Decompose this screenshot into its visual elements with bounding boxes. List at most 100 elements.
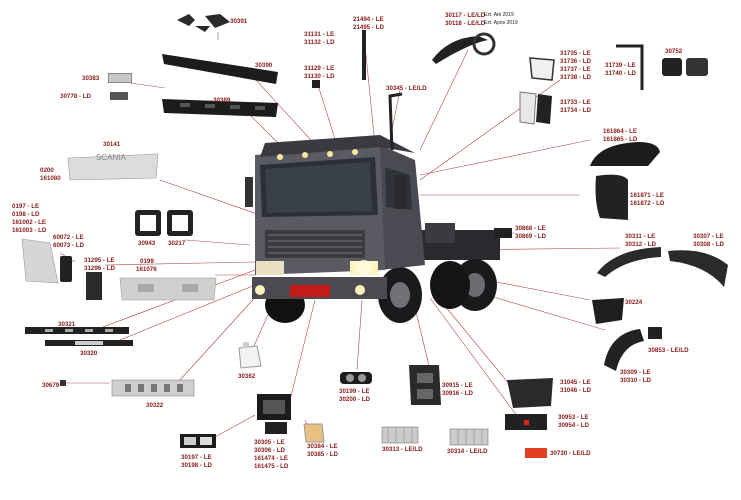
truck-image <box>245 135 500 323</box>
clip-part <box>312 80 320 88</box>
label-31737: 31737 - LE <box>560 66 591 73</box>
label-30778: 30778 - LD <box>60 93 91 100</box>
label-31295: 31295 - LE <box>84 257 115 264</box>
grid-step-right-part <box>449 428 489 446</box>
label-30943: 30943 <box>138 240 156 247</box>
label-21495: 21495 - LD <box>353 24 384 31</box>
label-161474: 161474 - LE <box>254 455 289 462</box>
label-161475: 161475 - LD <box>254 463 289 470</box>
label-30305: 30305 - LE <box>254 439 285 446</box>
label-30362: 30362 <box>238 373 256 380</box>
label-21494: 21494 - LE <box>353 16 384 23</box>
label-31738: 31738 - LD <box>560 74 591 81</box>
mirror-arm-part <box>616 44 644 90</box>
mirror-pair-part <box>662 58 708 76</box>
label-30915: 30915 - LE <box>442 382 473 389</box>
washer-tank-part <box>238 342 262 369</box>
mirror-small-part <box>529 57 555 81</box>
label-161864: 161864 - LE <box>603 128 638 135</box>
step-part <box>494 228 512 238</box>
label-0198: 0198 - LD <box>12 211 40 218</box>
label-30224: 30224 <box>625 299 643 306</box>
label-30869: 30869 - LD <box>515 233 546 240</box>
label-30953: 30953 - LE <box>558 414 589 421</box>
label-0199: 0199 <box>140 258 154 265</box>
label-30954: 30954 - LD <box>558 422 589 429</box>
headlamp-housing-part <box>21 238 59 284</box>
label-30310: 30310 - LD <box>620 377 651 384</box>
grid-step-left-part <box>381 426 419 444</box>
fog-lamp-part <box>340 372 372 384</box>
label-0200: 0200 <box>40 167 54 174</box>
grille-brand-text: SCANIA <box>96 153 126 162</box>
label-30345: 30345 - LE/LD <box>386 85 427 92</box>
label-31296: 31296 - LD <box>84 265 115 272</box>
step-bracket-part <box>86 272 102 300</box>
label-0197: 0197 - LE <box>12 203 40 210</box>
label-30199: 30199 - LE <box>339 388 370 395</box>
label-30320: 30320 <box>80 350 98 357</box>
label-31129: 31129 - LE <box>304 65 335 72</box>
label-30752: 30752 <box>665 48 683 55</box>
label-30198: 30198 - LD <box>181 462 212 469</box>
mudguard-part <box>592 298 624 324</box>
label-30197: 30197 - LE <box>181 454 212 461</box>
lamp-part <box>110 92 128 100</box>
mirror-glass-part <box>519 91 552 125</box>
label-30313: 30313 - LE/LD <box>382 446 423 453</box>
label-31733: 31733 - LE <box>560 99 591 106</box>
label-30868: 30868 - LE <box>515 225 546 232</box>
bracket-small-part <box>60 256 72 282</box>
door-trim-part <box>388 92 403 151</box>
label-31739: 31739 - LE <box>605 62 636 69</box>
label-30141: 30141 <box>103 141 121 148</box>
label-30307: 30307 - LE <box>693 233 724 240</box>
grille-strip-lower-part <box>45 340 133 346</box>
label-161003: 161003 - LD <box>12 227 47 234</box>
label-30217: 30217 <box>168 240 186 247</box>
label-31734: 31734 - LD <box>560 107 591 114</box>
step-cover-part <box>507 378 553 408</box>
visor-lower-part <box>162 99 278 117</box>
bumper-part <box>119 277 217 301</box>
label-30118: 30118 - LE/LD <box>445 20 486 27</box>
label-161002: 161002 - LE <box>12 219 47 226</box>
label-31045: 31045 - LE <box>560 379 591 386</box>
label-161076: 161076 <box>136 266 157 273</box>
step-frame-part <box>409 365 441 405</box>
bracket-part <box>177 14 230 32</box>
label-30200: 30200 - LD <box>339 396 370 403</box>
label-31740: 31740 - LD <box>605 70 636 77</box>
label-60072: 60072 - LE <box>53 234 84 241</box>
front-panel-part: SCANIA <box>67 153 159 181</box>
headlamp-lens-part <box>180 434 216 448</box>
fender-front-part <box>597 247 661 277</box>
label-30385: 30385 - LD <box>307 451 338 458</box>
label-30312: 30312 - LD <box>625 241 656 248</box>
label-30679: 30679 <box>42 382 60 389</box>
label-30314: 30314 - LE/LD <box>447 448 488 455</box>
reflector-part <box>524 420 529 425</box>
label-30383: 30383 <box>82 75 100 82</box>
label-31046: 31046 - LD <box>560 387 591 394</box>
label-30309: 30309 - LE <box>620 369 651 376</box>
label-31735: 31735 - LE <box>560 50 591 57</box>
bolt-part <box>60 380 66 386</box>
roof-spoiler-part <box>590 142 660 166</box>
label-30306: 30306 - LD <box>254 447 285 454</box>
fender-rear-part <box>668 250 728 287</box>
label-161865: 161865 - LD <box>603 136 638 143</box>
label-30916: 30916 - LD <box>442 390 473 397</box>
label-30391: 30391 <box>230 18 248 25</box>
label-161080: 161080 <box>40 175 61 182</box>
label-30384: 30384 - LE <box>307 443 338 450</box>
label-30322: 30322 <box>146 402 164 409</box>
lower-grille-part <box>111 379 195 397</box>
label-31130: 31130 - LD <box>304 73 335 80</box>
label-30390: 30390 <box>255 62 273 69</box>
label-30117: 30117 - LE/LD <box>445 12 486 19</box>
label-31131: 31131 - LE <box>304 31 335 38</box>
lamp-frame-part <box>135 210 193 236</box>
label-30308: 30308 - LD <box>693 241 724 248</box>
